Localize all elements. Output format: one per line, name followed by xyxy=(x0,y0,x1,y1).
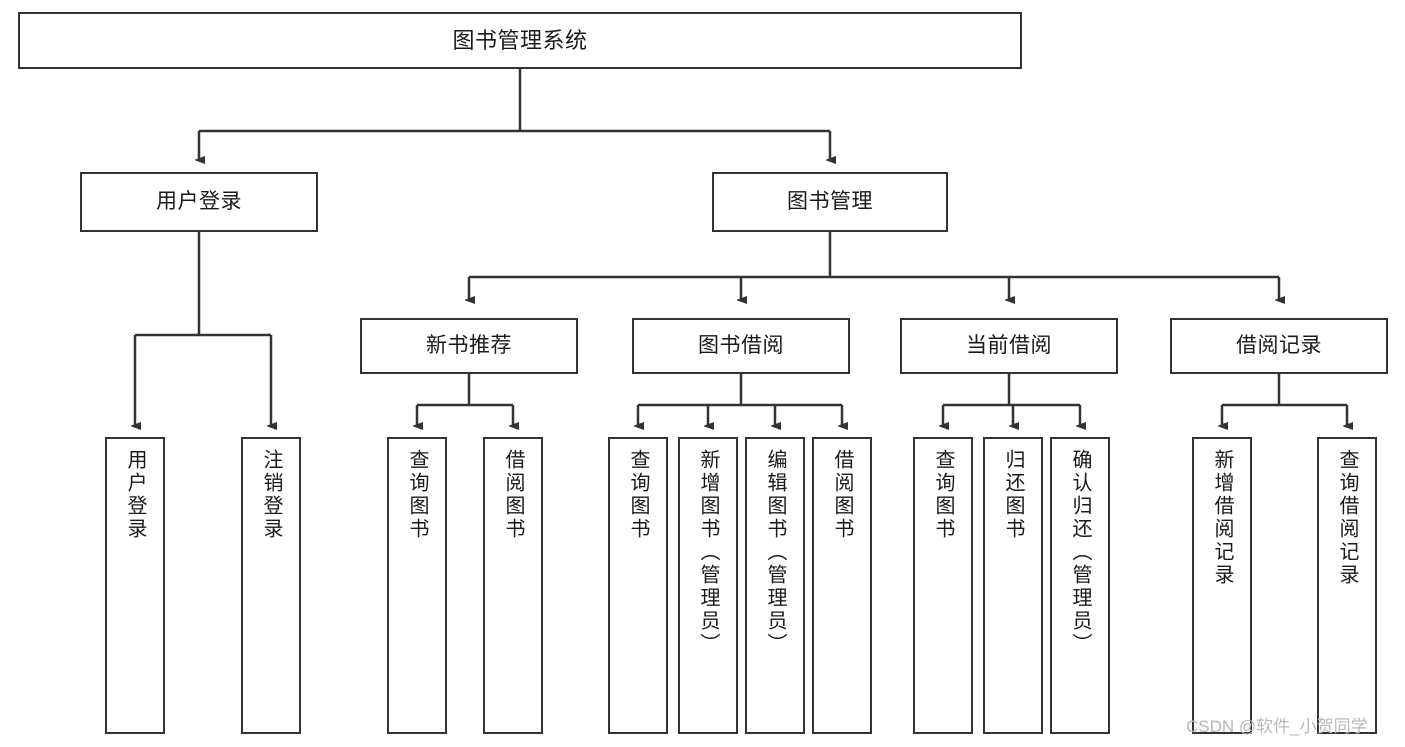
node-label: 确认归还（管理员） xyxy=(1069,449,1091,656)
node-label: 查询图书 xyxy=(406,449,428,541)
node-label: 新增图书（管理员） xyxy=(697,449,719,656)
node-leaf-add-borrow-record[interactable]: 新增借阅记录 xyxy=(1192,437,1252,734)
node-label: 注销登录 xyxy=(260,449,282,541)
node-label: 借阅图书 xyxy=(502,449,524,541)
node-leaf-user-login[interactable]: 用户登录 xyxy=(105,437,165,734)
node-label: 图书借阅 xyxy=(698,333,784,357)
watermark: CSDN @软件_小贺同学 xyxy=(1186,717,1368,736)
node-leaf-query-borrow-record[interactable]: 查询借阅记录 xyxy=(1317,437,1377,734)
node-borrow-record[interactable]: 借阅记录 xyxy=(1170,318,1388,374)
node-leaf-query-book-recommend[interactable]: 查询图书 xyxy=(387,437,447,734)
node-label: 借阅记录 xyxy=(1236,333,1322,357)
node-label: 新书推荐 xyxy=(426,333,512,357)
node-leaf-edit-book[interactable]: 编辑图书（管理员） xyxy=(745,437,805,734)
node-user-login[interactable]: 用户登录 xyxy=(80,172,318,232)
node-leaf-add-book[interactable]: 新增图书（管理员） xyxy=(678,437,738,734)
node-label: 查询借阅记录 xyxy=(1336,449,1358,587)
node-leaf-query-book-current[interactable]: 查询图书 xyxy=(913,437,973,734)
node-label: 查询图书 xyxy=(932,449,954,541)
node-book-borrow[interactable]: 图书借阅 xyxy=(632,318,850,374)
node-book-manage[interactable]: 图书管理 xyxy=(712,172,948,232)
node-label: 编辑图书（管理员） xyxy=(764,449,786,656)
node-label: 当前借阅 xyxy=(966,333,1052,357)
node-leaf-query-book-borrow[interactable]: 查询图书 xyxy=(608,437,668,734)
node-label: 新增借阅记录 xyxy=(1211,449,1233,587)
node-leaf-borrow-book[interactable]: 借阅图书 xyxy=(812,437,872,734)
node-root-system[interactable]: 图书管理系统 xyxy=(18,12,1022,69)
node-label: 用户登录 xyxy=(156,189,242,213)
node-leaf-borrow-book-recommend[interactable]: 借阅图书 xyxy=(483,437,543,734)
node-label: 图书管理 xyxy=(787,189,873,213)
node-leaf-confirm-return[interactable]: 确认归还（管理员） xyxy=(1050,437,1110,734)
node-leaf-return-book[interactable]: 归还图书 xyxy=(983,437,1043,734)
node-label: 查询图书 xyxy=(627,449,649,541)
node-label: 图书管理系统 xyxy=(452,27,588,53)
node-label: 借阅图书 xyxy=(831,449,853,541)
node-new-book-recommend[interactable]: 新书推荐 xyxy=(360,318,578,374)
node-label: 用户登录 xyxy=(124,449,146,541)
node-leaf-logout-login[interactable]: 注销登录 xyxy=(241,437,301,734)
node-current-borrow[interactable]: 当前借阅 xyxy=(900,318,1118,374)
node-label: 归还图书 xyxy=(1002,449,1024,541)
